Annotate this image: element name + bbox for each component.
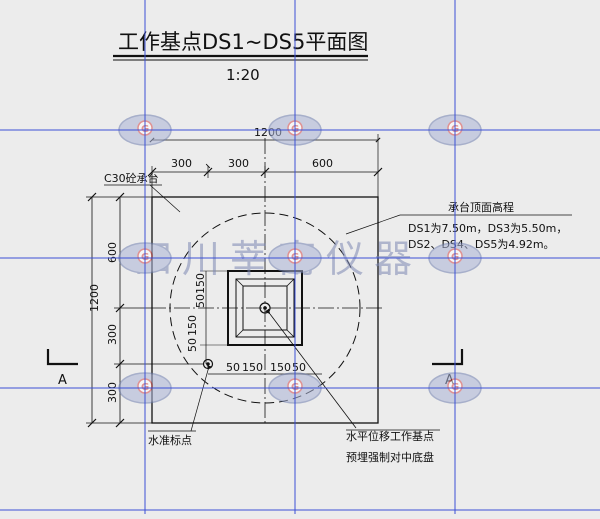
- dim-top-300-b: 300: [228, 157, 249, 170]
- level-mark-label: 水准标点: [148, 433, 192, 447]
- dim-inner-150-lower: 150: [186, 315, 199, 336]
- base-label: C30砼承台: [104, 171, 159, 185]
- elevation-line-2: DS2、DS4、DS5为4.92m。: [408, 238, 555, 251]
- level-mark-dot: [206, 362, 210, 366]
- level-mark-leader: [190, 365, 212, 432]
- dim-inner-150-upper: 150: [194, 273, 207, 294]
- pier-chamfer-bl: [235, 329, 244, 338]
- work-point-label: 水平位移工作基点: [346, 429, 434, 443]
- dim-inner-50-upper: 50: [194, 294, 207, 308]
- pier-mid-square: [235, 278, 295, 338]
- elevation-title: 承台顶面高程: [448, 200, 514, 214]
- dim-bottom-50-a: 50: [226, 361, 240, 374]
- centering-plate-symbol: [259, 302, 271, 314]
- pier-chamfer-br: [286, 329, 295, 338]
- base-slab-outline: [151, 196, 379, 424]
- pier-outer-square: [227, 270, 303, 346]
- pier-inner-square: [242, 285, 288, 331]
- dim-ticks-top: [147, 167, 383, 177]
- elevation-leader: [345, 214, 401, 235]
- dim-ticks-left: [87, 192, 125, 428]
- embedded-plate-label: 预埋强制对中底盘: [346, 450, 434, 464]
- dim-inner-50-lower: 50: [186, 338, 199, 352]
- dim-bottom-150-a: 150: [242, 361, 263, 374]
- section-label-left: A: [58, 373, 67, 388]
- dim-bottom-150-b: 150: [270, 361, 291, 374]
- pier-chamfer-tl: [235, 278, 244, 287]
- dim-left-300-mid: 300: [106, 324, 119, 345]
- dim-left-300-low: 300: [106, 382, 119, 403]
- drawing-scale: 1:20: [226, 66, 260, 84]
- dim-left-1200: 1200: [88, 284, 101, 312]
- elevation-line-1: DS1为7.50m，DS3为5.50m，: [408, 222, 567, 235]
- dim-left-600: 600: [106, 242, 119, 263]
- section-mark-right: [432, 349, 464, 366]
- work-point-leader: [265, 308, 357, 429]
- dim-top-600: 600: [312, 157, 333, 170]
- dashed-circle-outline: [169, 212, 361, 404]
- drawing-title: 工作基点DS1~DS5平面图: [118, 30, 368, 54]
- section-mark-left: [46, 349, 78, 366]
- base-label-leader: [149, 184, 181, 213]
- pier-chamfer-tr: [286, 278, 295, 287]
- dim-top-300-a: 300: [171, 157, 192, 170]
- dim-bottom-50-b: 50: [292, 361, 306, 374]
- centering-plate-dot: [263, 306, 267, 310]
